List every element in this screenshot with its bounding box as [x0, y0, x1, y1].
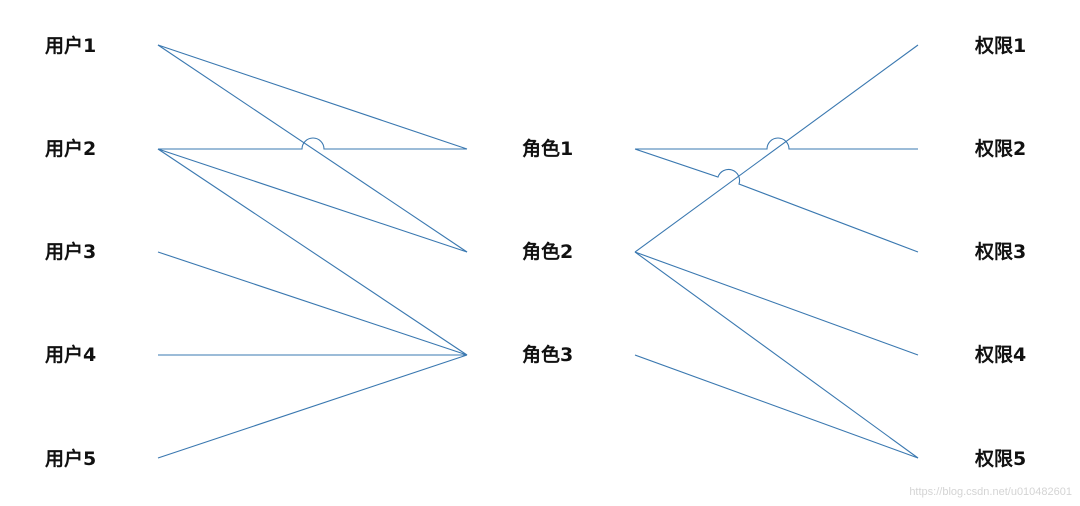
- user-node-1: 用户1: [45, 35, 97, 57]
- watermark-text: https://blog.csdn.net/u010482601: [909, 486, 1072, 498]
- user-node-4: 用户4: [45, 344, 97, 366]
- edge-user2-role1: [158, 137, 467, 150]
- permission-node-1: 权限1: [975, 35, 1027, 57]
- edge-role1-perm2: [635, 137, 918, 150]
- edge-role1-perm3: [634, 148, 919, 253]
- role-node-2: 角色2: [522, 241, 574, 263]
- permission-node-2: 权限2: [975, 138, 1027, 160]
- edge-role2-perm5: [634, 251, 919, 459]
- permission-node-4: 权限4: [975, 344, 1027, 366]
- permission-node-3: 权限3: [975, 241, 1027, 263]
- role-node-3: 角色3: [522, 344, 574, 366]
- user-node-5: 用户5: [45, 448, 97, 470]
- permission-node-5: 权限5: [975, 448, 1027, 470]
- edge-role2-perm4: [634, 251, 919, 356]
- edge-role3-perm5: [634, 354, 919, 459]
- edge-role2-perm1: [634, 44, 919, 253]
- edge-user3-role3: [157, 251, 468, 356]
- role-node-1: 角色1: [522, 138, 574, 160]
- user-node-2: 用户2: [45, 138, 97, 160]
- user-node-3: 用户3: [45, 241, 97, 263]
- edge-user1-role2: [157, 44, 468, 253]
- edge-user1-role1: [157, 44, 468, 150]
- edge-user2-role2: [157, 148, 468, 253]
- edge-user2-role3: [157, 148, 468, 356]
- edge-user5-role3: [157, 354, 468, 459]
